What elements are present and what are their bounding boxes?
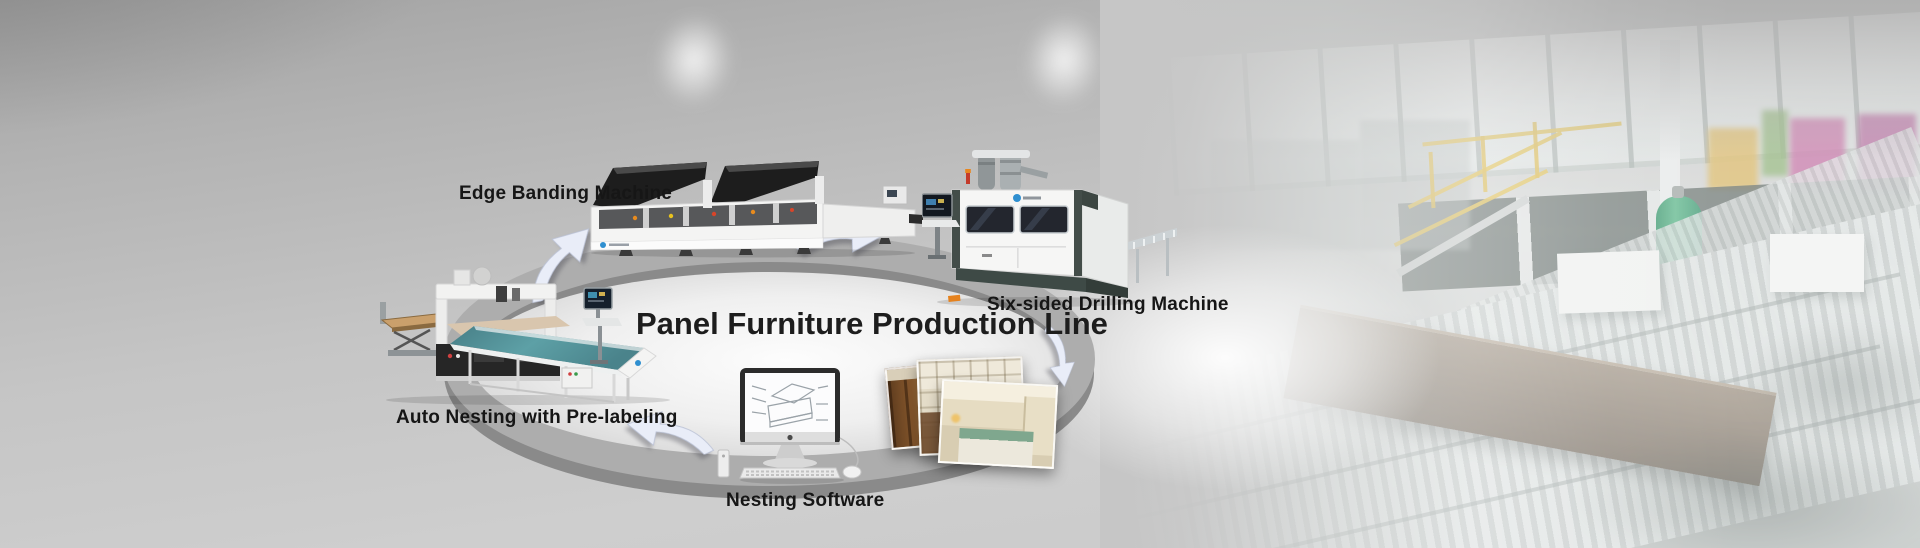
mouse (842, 465, 862, 479)
six-sided-drilling-machine-image (922, 150, 1177, 307)
computer-logo-dot (787, 434, 793, 441)
auto-nesting-machine-image (380, 266, 670, 405)
furniture-photo-bedroom (937, 379, 1059, 469)
brand-logo-dot (1013, 194, 1021, 202)
brand-logo-dot (600, 242, 606, 248)
station-label-auto-nesting: Auto Nesting with Pre-labeling (396, 407, 678, 428)
keyboard (739, 467, 841, 479)
speaker (717, 449, 730, 478)
factory-workshop-background (1100, 0, 1920, 548)
station-label-six-sided-drilling: Six-sided Drilling Machine (987, 294, 1229, 315)
page-title: Panel Furniture Production Line (636, 306, 1108, 341)
station-label-nesting-software: Nesting Software (726, 490, 885, 511)
cad-drawing-sketch (751, 383, 829, 428)
station-label-edge-banding: Edge Banding Machine (459, 183, 673, 204)
brand-logo-dot (635, 360, 641, 366)
edge-banding-machine-image (590, 161, 923, 258)
desktop-computer-nesting-software-image (717, 368, 862, 484)
finished-furniture-photos (884, 356, 1059, 469)
